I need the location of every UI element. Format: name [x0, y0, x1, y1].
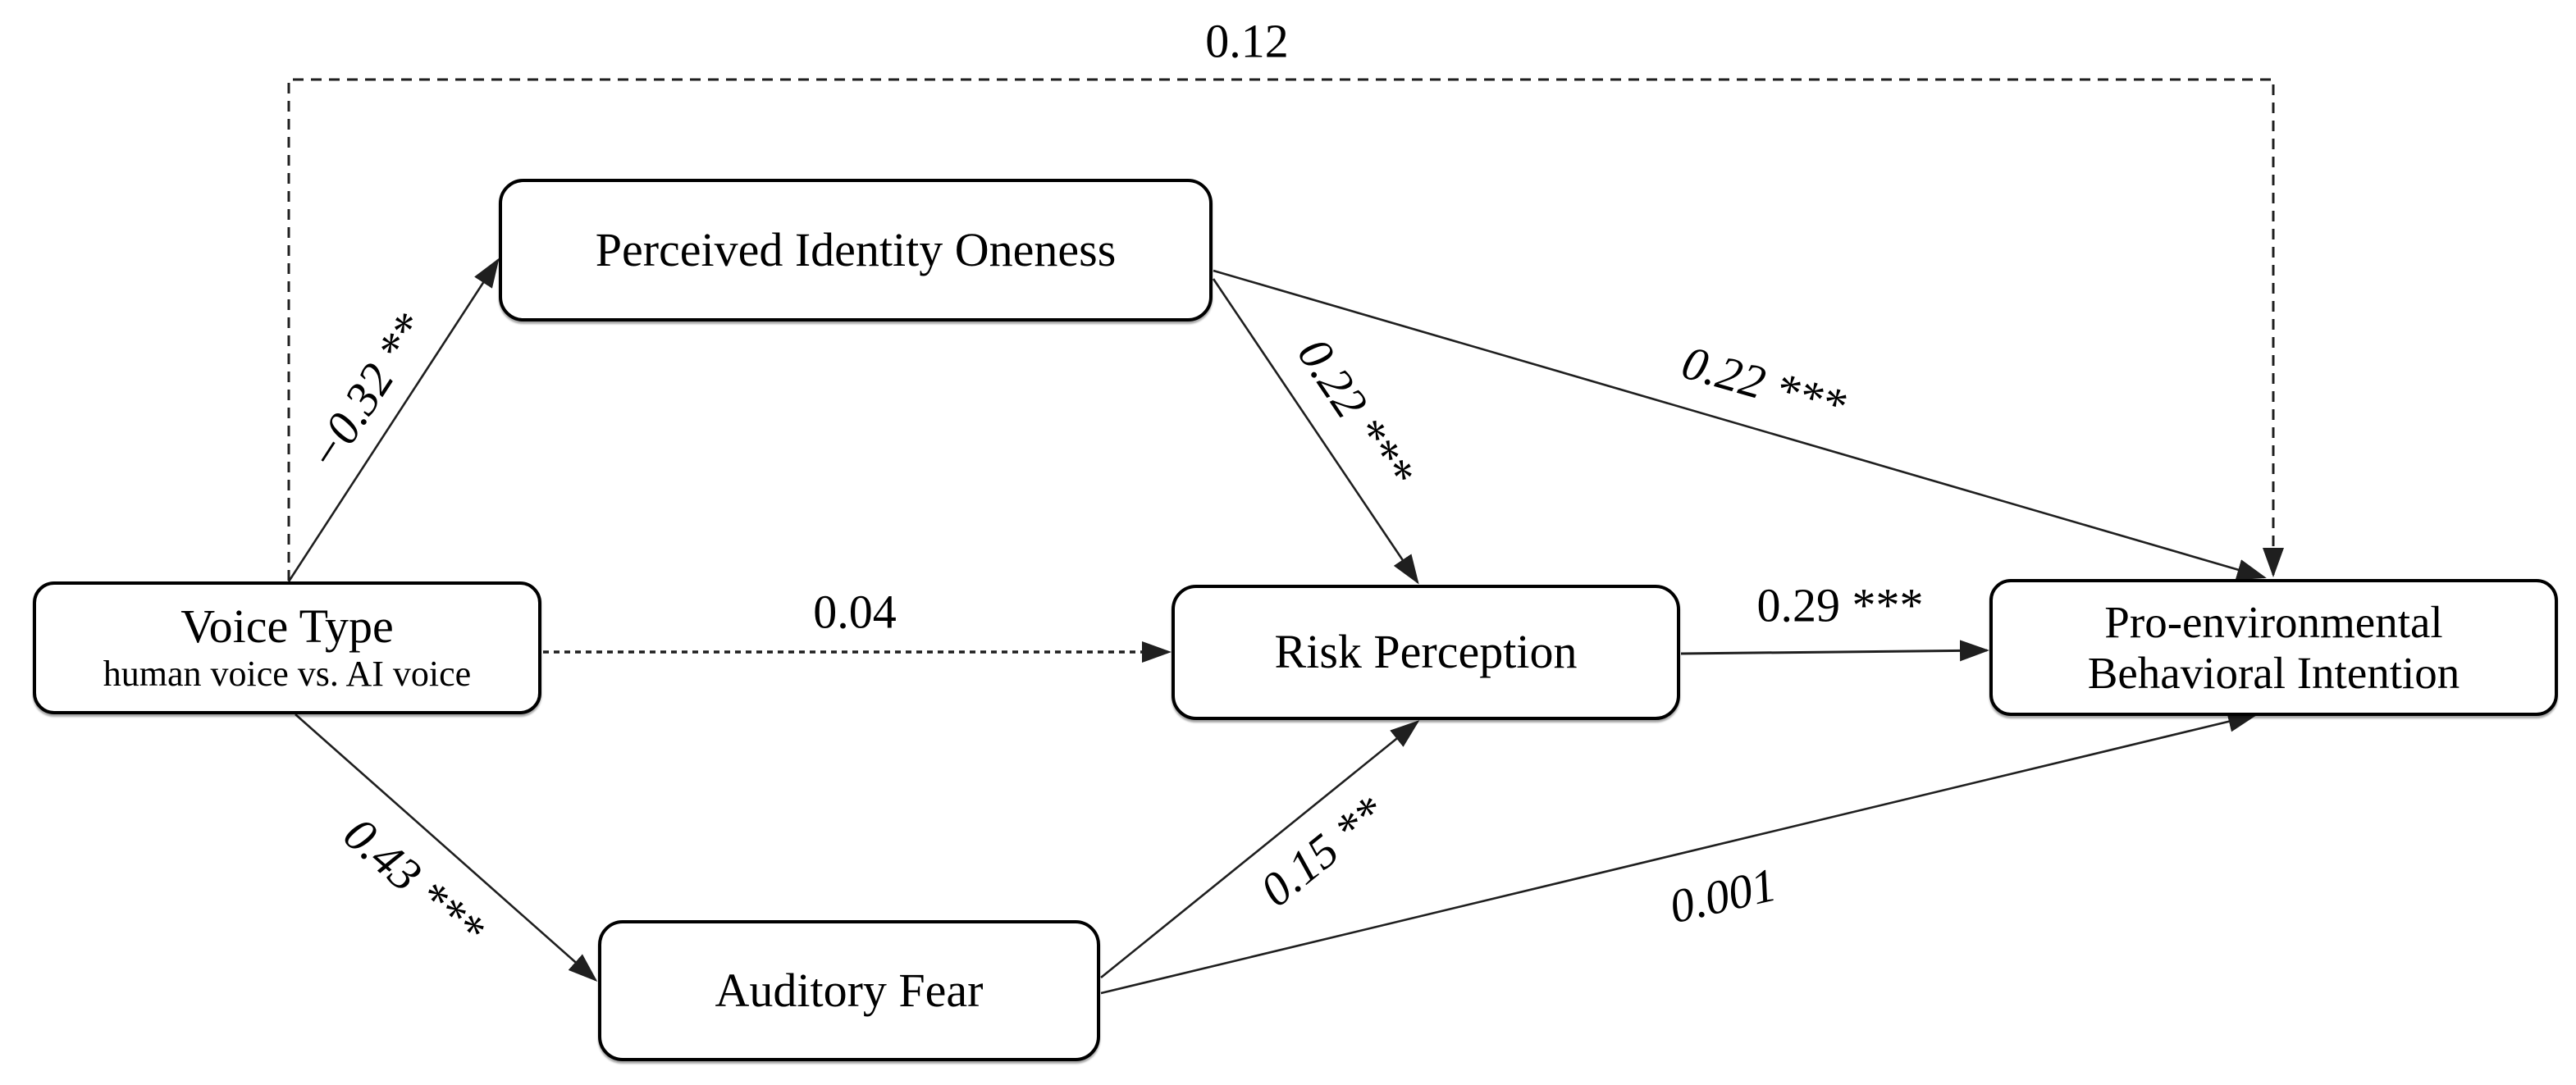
node-voice-type-sublabel: human voice vs. AI voice	[103, 654, 472, 695]
node-voice-type: Voice Type human voice vs. AI voice	[33, 581, 541, 714]
edge-voicetype-pbi-dashed	[287, 78, 2284, 581]
edge-risk-pbi	[1680, 640, 1989, 662]
edge-voicetype-pio	[287, 258, 500, 582]
edge-fear-pbi	[1100, 711, 2258, 995]
node-risk-perception-label: Risk Perception	[1274, 625, 1578, 679]
node-auditory-fear-label: Auditory Fear	[715, 963, 984, 1017]
node-voice-type-label: Voice Type	[180, 599, 394, 654]
edge-voicetype-fear	[295, 713, 598, 982]
node-auditory-fear: Auditory Fear	[598, 920, 1100, 1061]
node-perceived-identity-oneness-label: Perceived Identity Oneness	[595, 222, 1117, 276]
edge-pio-risk	[1212, 278, 1419, 585]
node-perceived-identity-oneness: Perceived Identity Oneness	[499, 179, 1213, 321]
edge-label-0-04: 0.04	[813, 585, 897, 639]
edge-label-0-29: 0.29 ***	[1756, 578, 1924, 632]
edge-pio-pbi	[1213, 269, 2267, 581]
edge-fear-risk	[1100, 720, 1420, 979]
node-pro-environmental-behavioral-intention-label: Pro-environmental Behavioral Intention	[2087, 596, 2460, 698]
node-pro-environmental-behavioral-intention: Pro-environmental Behavioral Intention	[1989, 579, 2558, 716]
edge-label-0-12: 0.12	[1205, 14, 1289, 68]
node-risk-perception: Risk Perception	[1172, 585, 1680, 720]
